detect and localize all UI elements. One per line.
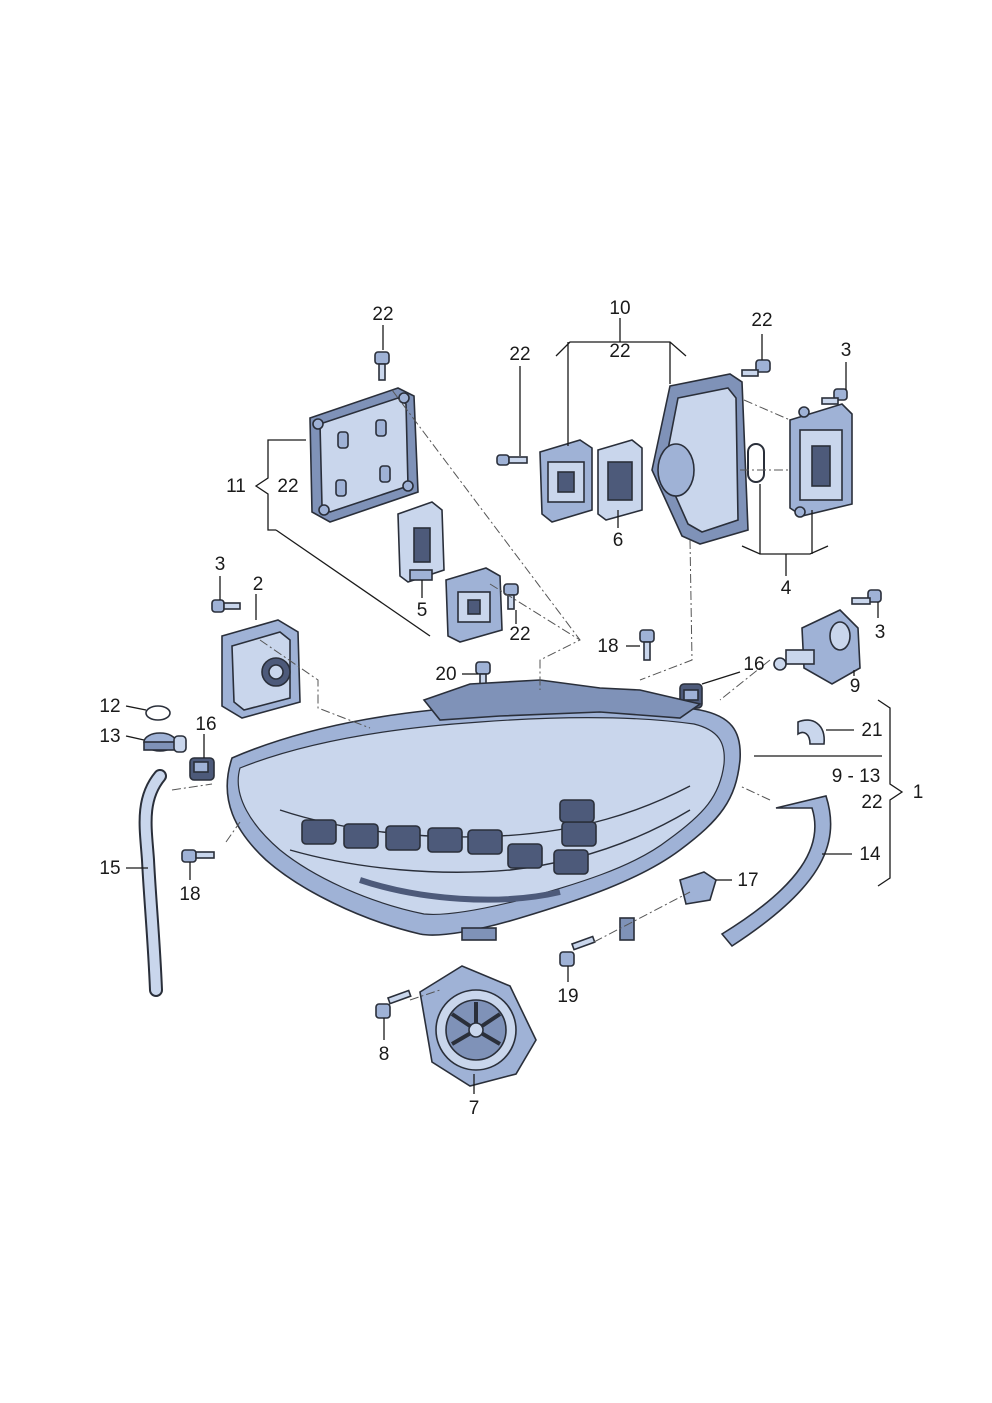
callout-16: 16	[743, 654, 764, 675]
callout-18: 18	[597, 636, 618, 657]
screw-19	[559, 935, 596, 967]
callout-18: 18	[179, 884, 200, 905]
callout-5: 5	[417, 600, 428, 621]
callout-22: 22	[277, 476, 298, 497]
control-module-part-4	[789, 403, 853, 518]
screw-18-left	[181, 849, 215, 863]
callout-2: 2	[253, 574, 264, 595]
callout-7: 7	[469, 1098, 480, 1119]
callout-21: 21	[861, 720, 882, 741]
screw-22-top-right	[741, 359, 771, 377]
screw-22-mid-left	[503, 583, 519, 610]
callout-9-13: 9 - 13	[832, 766, 881, 787]
screw-22-top	[374, 351, 390, 381]
elbow-part-21	[797, 719, 825, 745]
o-ring-part-12	[145, 705, 171, 721]
ballast-socket	[539, 439, 593, 523]
callout-22: 22	[751, 310, 772, 331]
callout-19: 19	[557, 986, 578, 1007]
motor-part-9	[773, 609, 861, 685]
control-module-part-5	[397, 501, 445, 583]
callout-6: 6	[613, 530, 624, 551]
callout-11: 11	[226, 476, 246, 497]
screw-8	[375, 989, 412, 1019]
callout-14: 14	[859, 844, 881, 865]
headlight-housing-part-1	[226, 679, 741, 941]
leader-lines	[125, 318, 904, 1094]
callout-10: 10	[609, 298, 630, 319]
screw-3-left	[211, 599, 241, 613]
callout-15: 15	[99, 858, 120, 879]
housing-frame-part-10	[651, 373, 749, 545]
callout-16: 16	[195, 714, 216, 735]
callout-22: 22	[609, 341, 630, 362]
callout-20: 20	[435, 664, 456, 685]
screw-3-right	[851, 589, 882, 605]
fan-part-7	[419, 965, 537, 1087]
callout-22: 22	[372, 304, 393, 325]
callout-labels: 22 10 22 22 22 3 11 22 6 4 3 2 5 22 18 1…	[99, 298, 923, 1119]
callout-13: 13	[99, 726, 120, 747]
clip-part-17	[679, 871, 717, 905]
seal-strip-part-14	[720, 795, 832, 948]
socket-module	[445, 567, 503, 643]
screw-22-left-of-6	[496, 454, 528, 466]
callout-22: 22	[509, 344, 530, 365]
callout-3: 3	[875, 622, 886, 643]
callout-22: 22	[861, 792, 882, 813]
callout-4: 4	[781, 578, 792, 599]
cap-part-13	[143, 732, 187, 753]
callout-8: 8	[379, 1044, 390, 1065]
callout-12: 12	[99, 696, 120, 717]
ballast-part-2	[221, 619, 301, 719]
gasket-ring	[747, 443, 765, 483]
control-unit-part-6	[597, 439, 643, 521]
callout-3: 3	[841, 340, 852, 361]
screw-3-top-right	[821, 388, 848, 405]
clip-16-left	[189, 757, 215, 781]
screw-18-top	[639, 629, 655, 661]
cover-plate-part-11	[309, 387, 419, 523]
callout-3: 3	[215, 554, 226, 575]
callout-1: 1	[913, 782, 924, 803]
callout-17: 17	[737, 870, 758, 891]
callout-9: 9	[850, 676, 861, 697]
callout-22: 22	[509, 624, 530, 645]
dashed-leaders	[171, 389, 791, 1001]
